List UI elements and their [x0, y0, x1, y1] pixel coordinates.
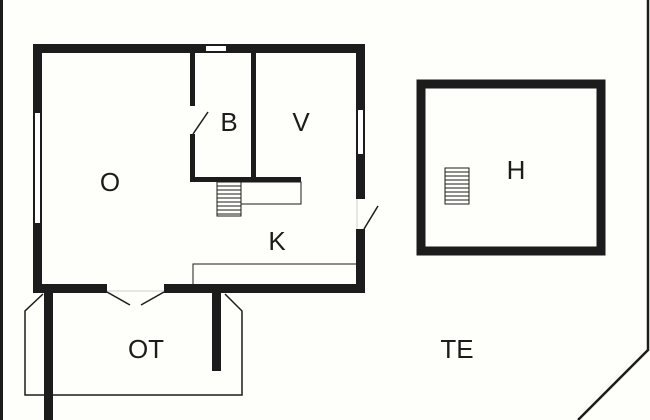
- covered-terrace: [24, 291, 243, 420]
- main-house: [33, 44, 379, 306]
- room-label-ot: OT: [127, 334, 165, 364]
- plot-boundary-right: [577, 0, 650, 420]
- room-label-k: K: [268, 226, 286, 256]
- sauna-building: [416, 79, 606, 256]
- room-label-b: B: [220, 107, 238, 137]
- stairs-icon: [216, 181, 242, 217]
- door-terrace: [107, 284, 164, 293]
- room-label-h: H: [506, 155, 526, 185]
- room-label-o: O: [99, 167, 121, 197]
- door-kitchen-exterior: [356, 199, 365, 229]
- kitchen-counter: [192, 263, 356, 284]
- window-top: [206, 46, 226, 51]
- counter: [240, 181, 302, 205]
- sauna-stairs-icon: [444, 167, 470, 205]
- window-right: [358, 110, 363, 154]
- room-label-te: TE: [440, 334, 474, 364]
- room-label-v: V: [292, 107, 310, 137]
- window-left: [35, 113, 40, 223]
